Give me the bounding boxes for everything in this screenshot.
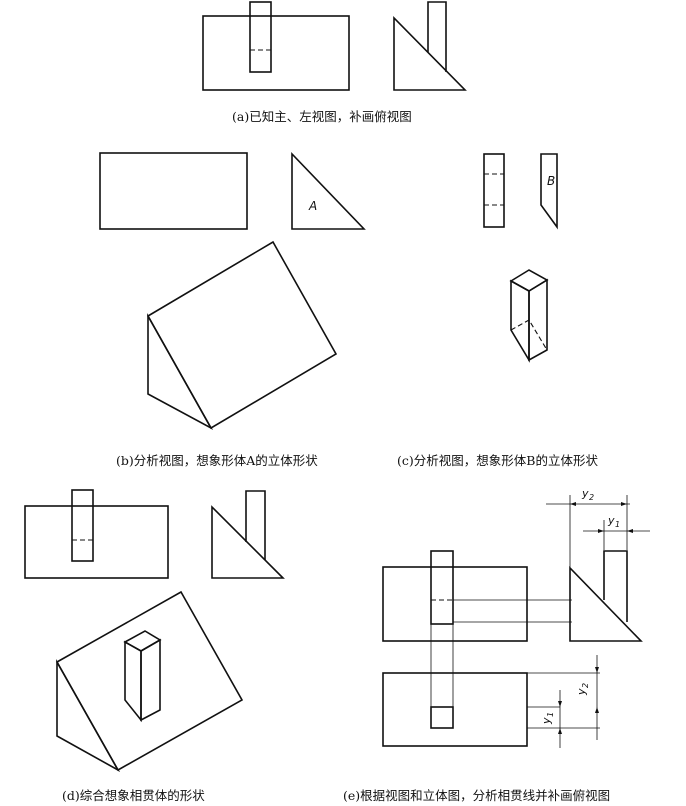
- e-dimension-y1-lower: y 1: [540, 690, 562, 748]
- d-prism-left-face: [124, 640, 142, 723]
- svg-text:2: 2: [589, 493, 594, 502]
- svg-text:2: 2: [581, 683, 590, 688]
- a-front-view-base: [202, 15, 350, 91]
- svg-text:1: 1: [546, 712, 555, 717]
- d-front-view-base: [24, 505, 169, 579]
- caption-b: (b)分析视图，想象形体A的立体形状: [116, 453, 318, 468]
- svg-text:y: y: [581, 487, 589, 500]
- b-front-view: [99, 152, 248, 230]
- e-front-view-column: [430, 550, 454, 625]
- label-A: A: [308, 199, 317, 213]
- label-B: B: [547, 174, 555, 188]
- panel-c: B (c)分析视图，想象形体B的立体形状: [397, 153, 598, 468]
- e-side-view-column: [603, 550, 628, 622]
- svg-text:y: y: [540, 717, 553, 725]
- e-side-view-wedge: [569, 566, 643, 642]
- e-dimension-y1-top: y 1: [583, 514, 650, 533]
- e-top-view-base: [382, 672, 528, 747]
- d-prism-top: [123, 630, 162, 652]
- d-prism-right-face: [140, 638, 161, 722]
- c-front-view: [483, 153, 505, 228]
- c-prism-left-face: [510, 279, 530, 363]
- a-side-view-column: [427, 1, 447, 72]
- svg-text:y: y: [575, 688, 588, 696]
- d-wedge-slope-face: [55, 590, 244, 772]
- e-dimension-y2-top: y 2: [546, 487, 630, 506]
- b-wedge-slope-face: [146, 240, 338, 430]
- d-side-view-column: [245, 490, 266, 560]
- panel-d: (d)综合想象相贯体的形状: [24, 489, 285, 803]
- e-top-view-column: [430, 706, 454, 729]
- caption-a: (a)已知主、左视图，补画俯视图: [232, 109, 412, 124]
- caption-c: (c)分析视图，想象形体B的立体形状: [397, 453, 598, 468]
- c-side-view: [540, 153, 558, 230]
- e-dimension-y2-right: y 2: [575, 655, 599, 740]
- a-side-view-wedge: [393, 16, 467, 91]
- c-prism-right-face: [528, 278, 548, 362]
- panel-a: (a)已知主、左视图，补画俯视图: [202, 1, 467, 124]
- a-front-view-column: [249, 1, 272, 73]
- b-wedge-end-face: [147, 312, 214, 431]
- panel-b: A (b)分析视图，想象形体A的立体形状: [99, 152, 366, 468]
- panel-e: y 2 y 1 y 2 y 1 (e)根据视图和立体图，分析相贯线并补画俯视图: [343, 487, 650, 803]
- c-prism-top: [509, 269, 549, 292]
- d-wedge-end-face: [56, 658, 121, 773]
- caption-e: (e)根据视图和立体图，分析相贯线并补画俯视图: [343, 788, 610, 803]
- caption-d: (d)综合想象相贯体的形状: [62, 788, 205, 803]
- e-front-view-base: [382, 566, 528, 642]
- b-side-view: [291, 152, 366, 230]
- svg-text:y: y: [607, 514, 615, 527]
- d-side-view-wedge: [211, 505, 285, 579]
- c-prism-hidden-edges: [510, 319, 548, 351]
- svg-text:1: 1: [615, 520, 620, 529]
- e-projection-lines: [430, 495, 628, 729]
- d-front-view-column: [71, 489, 94, 562]
